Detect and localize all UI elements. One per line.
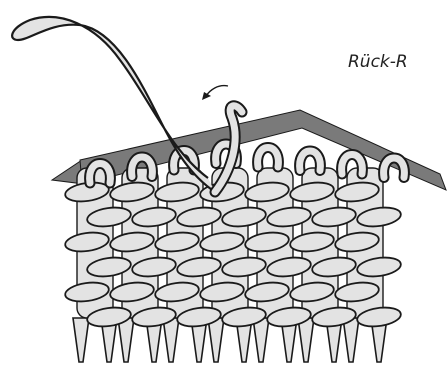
stitch-leg — [343, 318, 359, 362]
knitted-fabric — [64, 168, 402, 362]
stitch-leg — [73, 318, 89, 362]
stitch-leg — [208, 318, 224, 362]
stitch-leg — [298, 318, 314, 362]
stitch-leg — [253, 318, 269, 362]
direction-arrow-icon — [202, 86, 228, 100]
side-label: Rück-R — [348, 52, 408, 72]
stitch-leg — [118, 318, 134, 362]
stitch-leg — [163, 318, 179, 362]
needle-loop-fill — [258, 148, 279, 168]
